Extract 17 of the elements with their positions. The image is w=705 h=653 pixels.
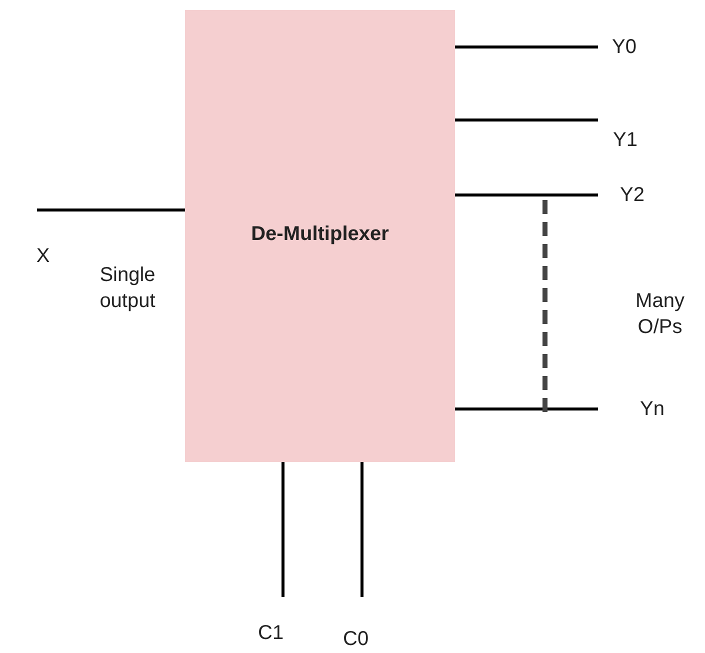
pin-label: C0: [343, 597, 383, 651]
pin-label: X: [35, 244, 51, 269]
signal-line: [37, 208, 185, 212]
signal-line: [455, 118, 598, 122]
signal-line: [455, 46, 598, 48]
annotation-text: Many O/Ps: [634, 289, 686, 340]
pin-label: Y1: [598, 118, 658, 152]
pin-label: Yn: [598, 396, 688, 422]
signal-line: [455, 408, 598, 410]
signal-line: [455, 194, 598, 196]
signal-line: [360, 462, 364, 597]
pin-label: Y2: [598, 182, 658, 208]
pin-label: C1: [258, 597, 298, 647]
demultiplexer-block: De-Multiplexer: [185, 10, 455, 462]
signal-line: [282, 462, 284, 597]
annotation-text: Single output: [98, 263, 156, 314]
pin-label: Y0: [598, 34, 658, 60]
